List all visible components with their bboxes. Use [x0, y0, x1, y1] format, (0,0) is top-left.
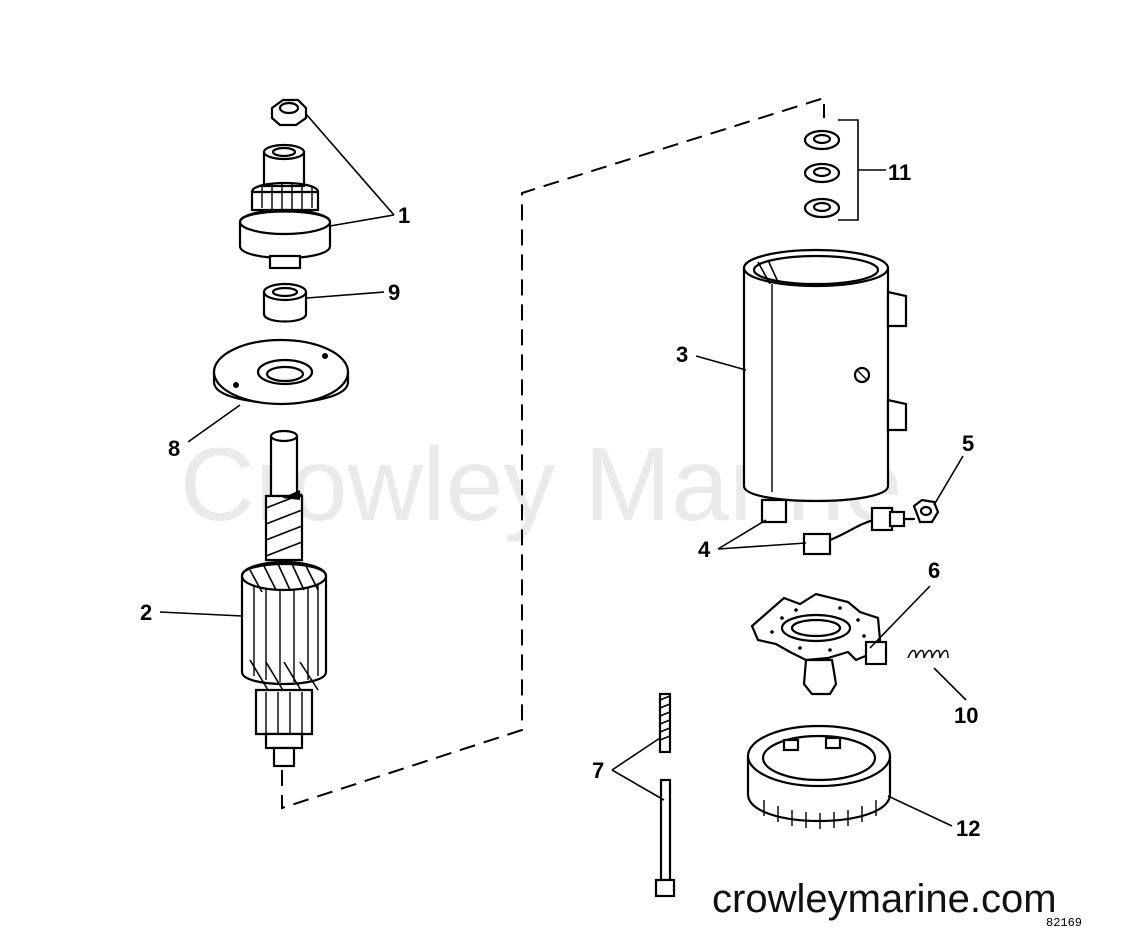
callout-1: 1: [398, 203, 410, 228]
part-field-frame: [742, 248, 908, 524]
part-washers: [803, 129, 841, 219]
callout-12: 12: [956, 816, 980, 841]
part-through-bolts: [654, 692, 676, 898]
callout-6: 6: [928, 558, 940, 583]
callout-5: 5: [962, 431, 974, 456]
callout-7: 7: [592, 758, 604, 783]
part-brush-spring: [907, 649, 949, 659]
callout-11: 11: [888, 160, 911, 185]
part-brush-lead: [802, 506, 916, 556]
part-terminal-nut: [912, 498, 940, 524]
part-drive-pinion: [238, 143, 332, 270]
callout-9: 9: [388, 280, 400, 305]
callout-8: 8: [168, 436, 180, 461]
leader-lines: [159, 113, 967, 827]
part-nut: [270, 98, 308, 127]
part-brush-plate: [750, 592, 888, 696]
part-armature: [240, 429, 328, 768]
callout-3: 3: [676, 342, 688, 367]
site-url: crowleymarine.com: [712, 877, 1057, 921]
callout-10: 10: [954, 703, 978, 728]
callout-2: 2: [140, 600, 152, 625]
part-end-cap: [746, 724, 892, 829]
drawing-code: 82169: [1046, 916, 1082, 930]
part-head-plate: [212, 338, 350, 406]
callout-4: 4: [698, 537, 711, 562]
assembly-dashed-line: [281, 96, 825, 810]
part-bushing: [262, 282, 308, 323]
callout-numbers: 1 2 3 4 5 6 7 8 9 10 11 12: [140, 160, 980, 841]
